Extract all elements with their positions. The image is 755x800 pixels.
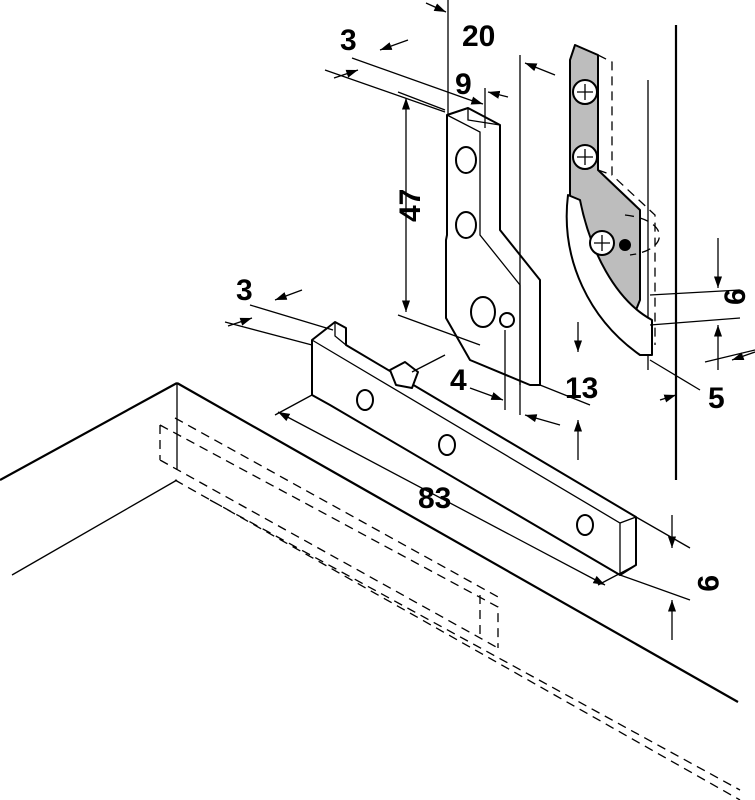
- dimension-lines: [224, 0, 755, 640]
- dim-label-6: 6: [719, 288, 752, 305]
- dim-label-47: 47: [394, 189, 427, 222]
- dim-label-5: 5: [708, 382, 725, 415]
- curved-grey-hinge-plate: [565, 44, 660, 356]
- hinge-arm-plate: [445, 107, 541, 386]
- dim-label-3-top: 3: [340, 24, 357, 57]
- dim-label-4: 4: [450, 364, 467, 397]
- dim-label-3-left: 3: [236, 274, 253, 307]
- dim-label-13: 13: [565, 372, 598, 405]
- dim-label-9-top: 9: [455, 68, 472, 101]
- dim-label-9-right: 9: [691, 575, 724, 592]
- dim-label-20: 20: [462, 20, 495, 53]
- dim-label-83: 83: [418, 482, 451, 515]
- dimension-labels: 3 20 9 47 3 4 13 6 5 83 9: [236, 20, 752, 592]
